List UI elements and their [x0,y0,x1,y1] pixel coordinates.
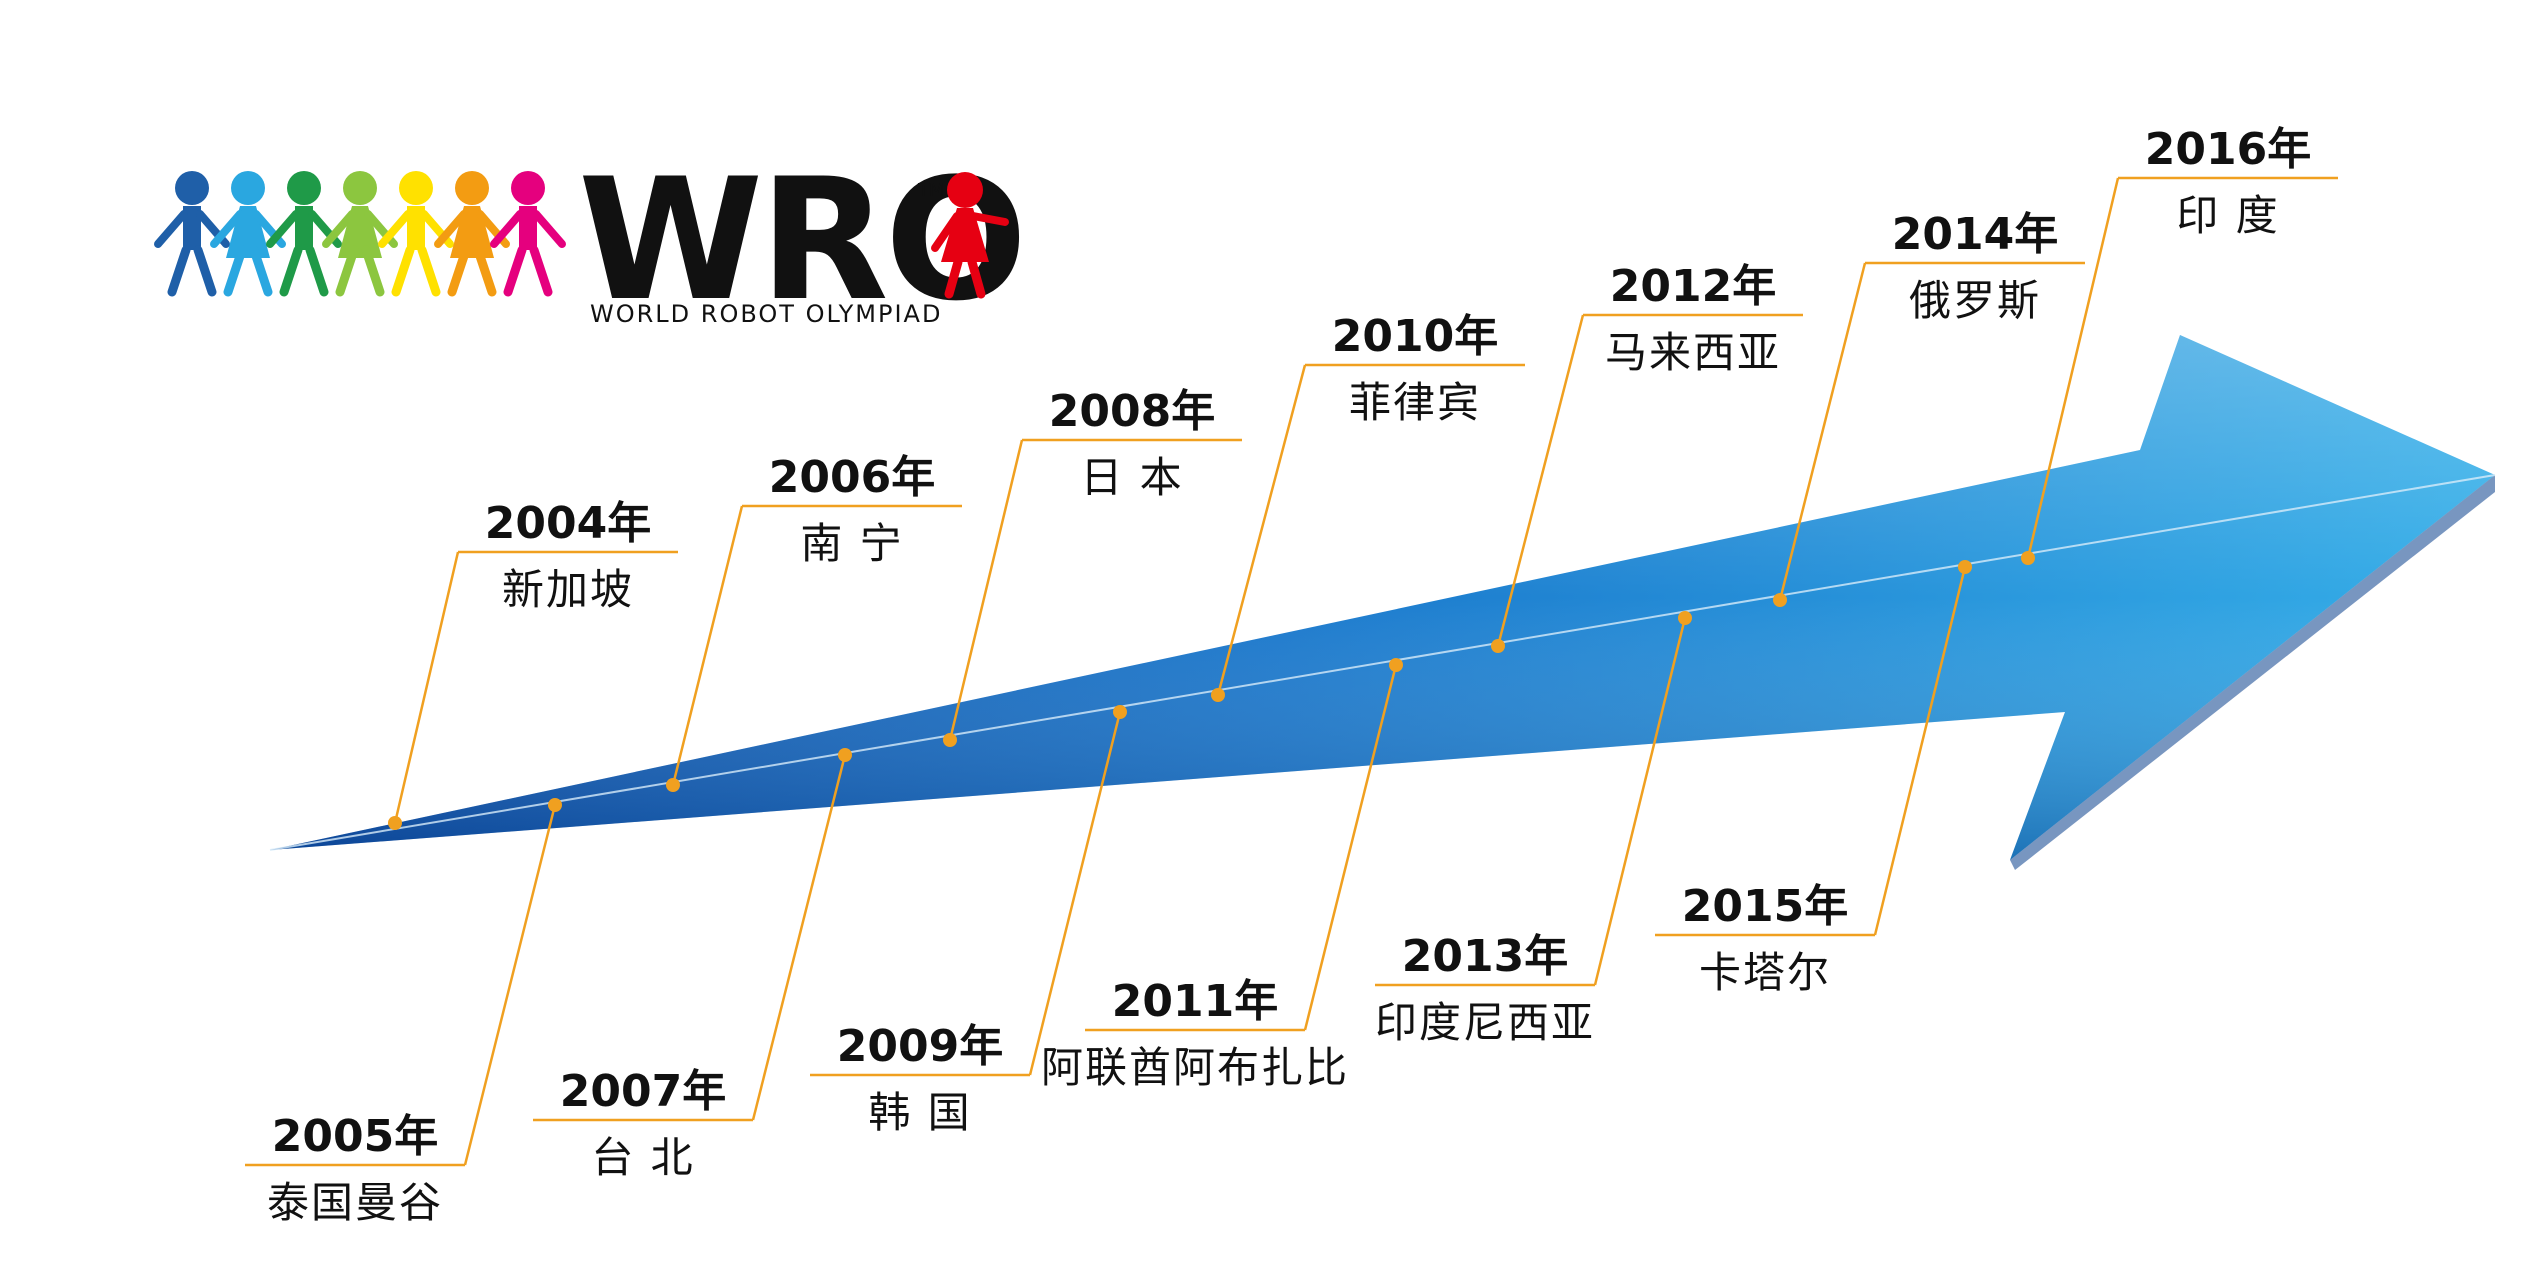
event-year: 2008年 [1049,386,1215,437]
leader-line [2026,177,2120,559]
leader-line [671,505,744,786]
timeline-dot [838,748,852,762]
timeline-dot [2021,551,2035,565]
leader-line [393,551,460,824]
growth-arrow [269,335,2496,870]
leader-line [463,804,557,1166]
event-year: 2010年 [1332,311,1498,362]
timeline-dot [1113,705,1127,719]
event-place: 新加坡 [502,565,634,614]
leader-line [1216,364,1307,696]
timeline-dot [1958,560,1972,574]
logo-figure-icon-2 [210,171,286,297]
leader-line [1873,566,1967,936]
red-figure-icon [931,172,1009,299]
logo-figures-icon [154,171,566,297]
event-year: 2011年 [1112,976,1278,1027]
logo-figure-icon-7 [490,171,566,297]
timeline-dot [1773,593,1787,607]
event-place: 日 本 [1080,453,1183,502]
timeline-dot [1211,688,1225,702]
logo-figure-icon-1 [154,171,230,297]
timeline-dot [548,798,562,812]
event-year: 2012年 [1610,261,1776,312]
event-place: 台 北 [591,1133,694,1182]
logo-figure-icon-5 [378,171,454,297]
timeline-dot [388,816,402,830]
event-year: 2013年 [1402,931,1568,982]
event-year: 2016年 [2145,124,2311,175]
logo-figure-icon-6 [434,171,510,297]
logo-trademark: TM [917,180,945,201]
leader-line [1593,617,1687,986]
timeline-dot [1389,658,1403,672]
leader-line [751,754,847,1121]
arrow-centerline [269,474,2496,851]
event-place: 韩 国 [868,1088,971,1137]
leader-line [1778,262,1867,601]
event-place: 卡塔尔 [1699,948,1831,997]
event-year: 2009年 [837,1021,1003,1072]
logo-figure-icon-3 [266,171,342,297]
event-year: 2006年 [769,452,935,503]
event-place: 南 宁 [800,519,903,568]
event-year: 2004年 [485,498,651,549]
event-place: 印 度 [2176,191,2279,240]
event-year: 2007年 [560,1066,726,1117]
timeline-dot [666,778,680,792]
leader-line [1496,314,1585,647]
event-year: 2005年 [272,1111,438,1162]
arrow-shading [270,335,2495,860]
event-place: 马来西亚 [1605,328,1781,377]
event-year: 2014年 [1892,209,2058,260]
event-place: 俄罗斯 [1909,276,2041,325]
arrow-underside [2010,475,2495,870]
timeline-dot [1678,611,1692,625]
event-year: 2015年 [1682,881,1848,932]
event-place: 菲律宾 [1349,378,1481,427]
logo-subtitle: WORLD ROBOT OLYMPIAD [590,300,942,328]
leader-line [948,439,1024,741]
leader-line [1303,664,1398,1031]
timeline-dot [1491,639,1505,653]
event-place: 印度尼西亚 [1375,998,1595,1047]
timeline-dot [943,733,957,747]
logo-figure-icon-4 [322,171,398,297]
leader-line [1028,711,1122,1076]
event-place: 泰国曼谷 [267,1178,443,1227]
event-place: 阿联酋阿布扎比 [1041,1043,1349,1092]
wro-logo: WRO TM WORLD ROBOT OLYMPIAD [154,142,1028,338]
